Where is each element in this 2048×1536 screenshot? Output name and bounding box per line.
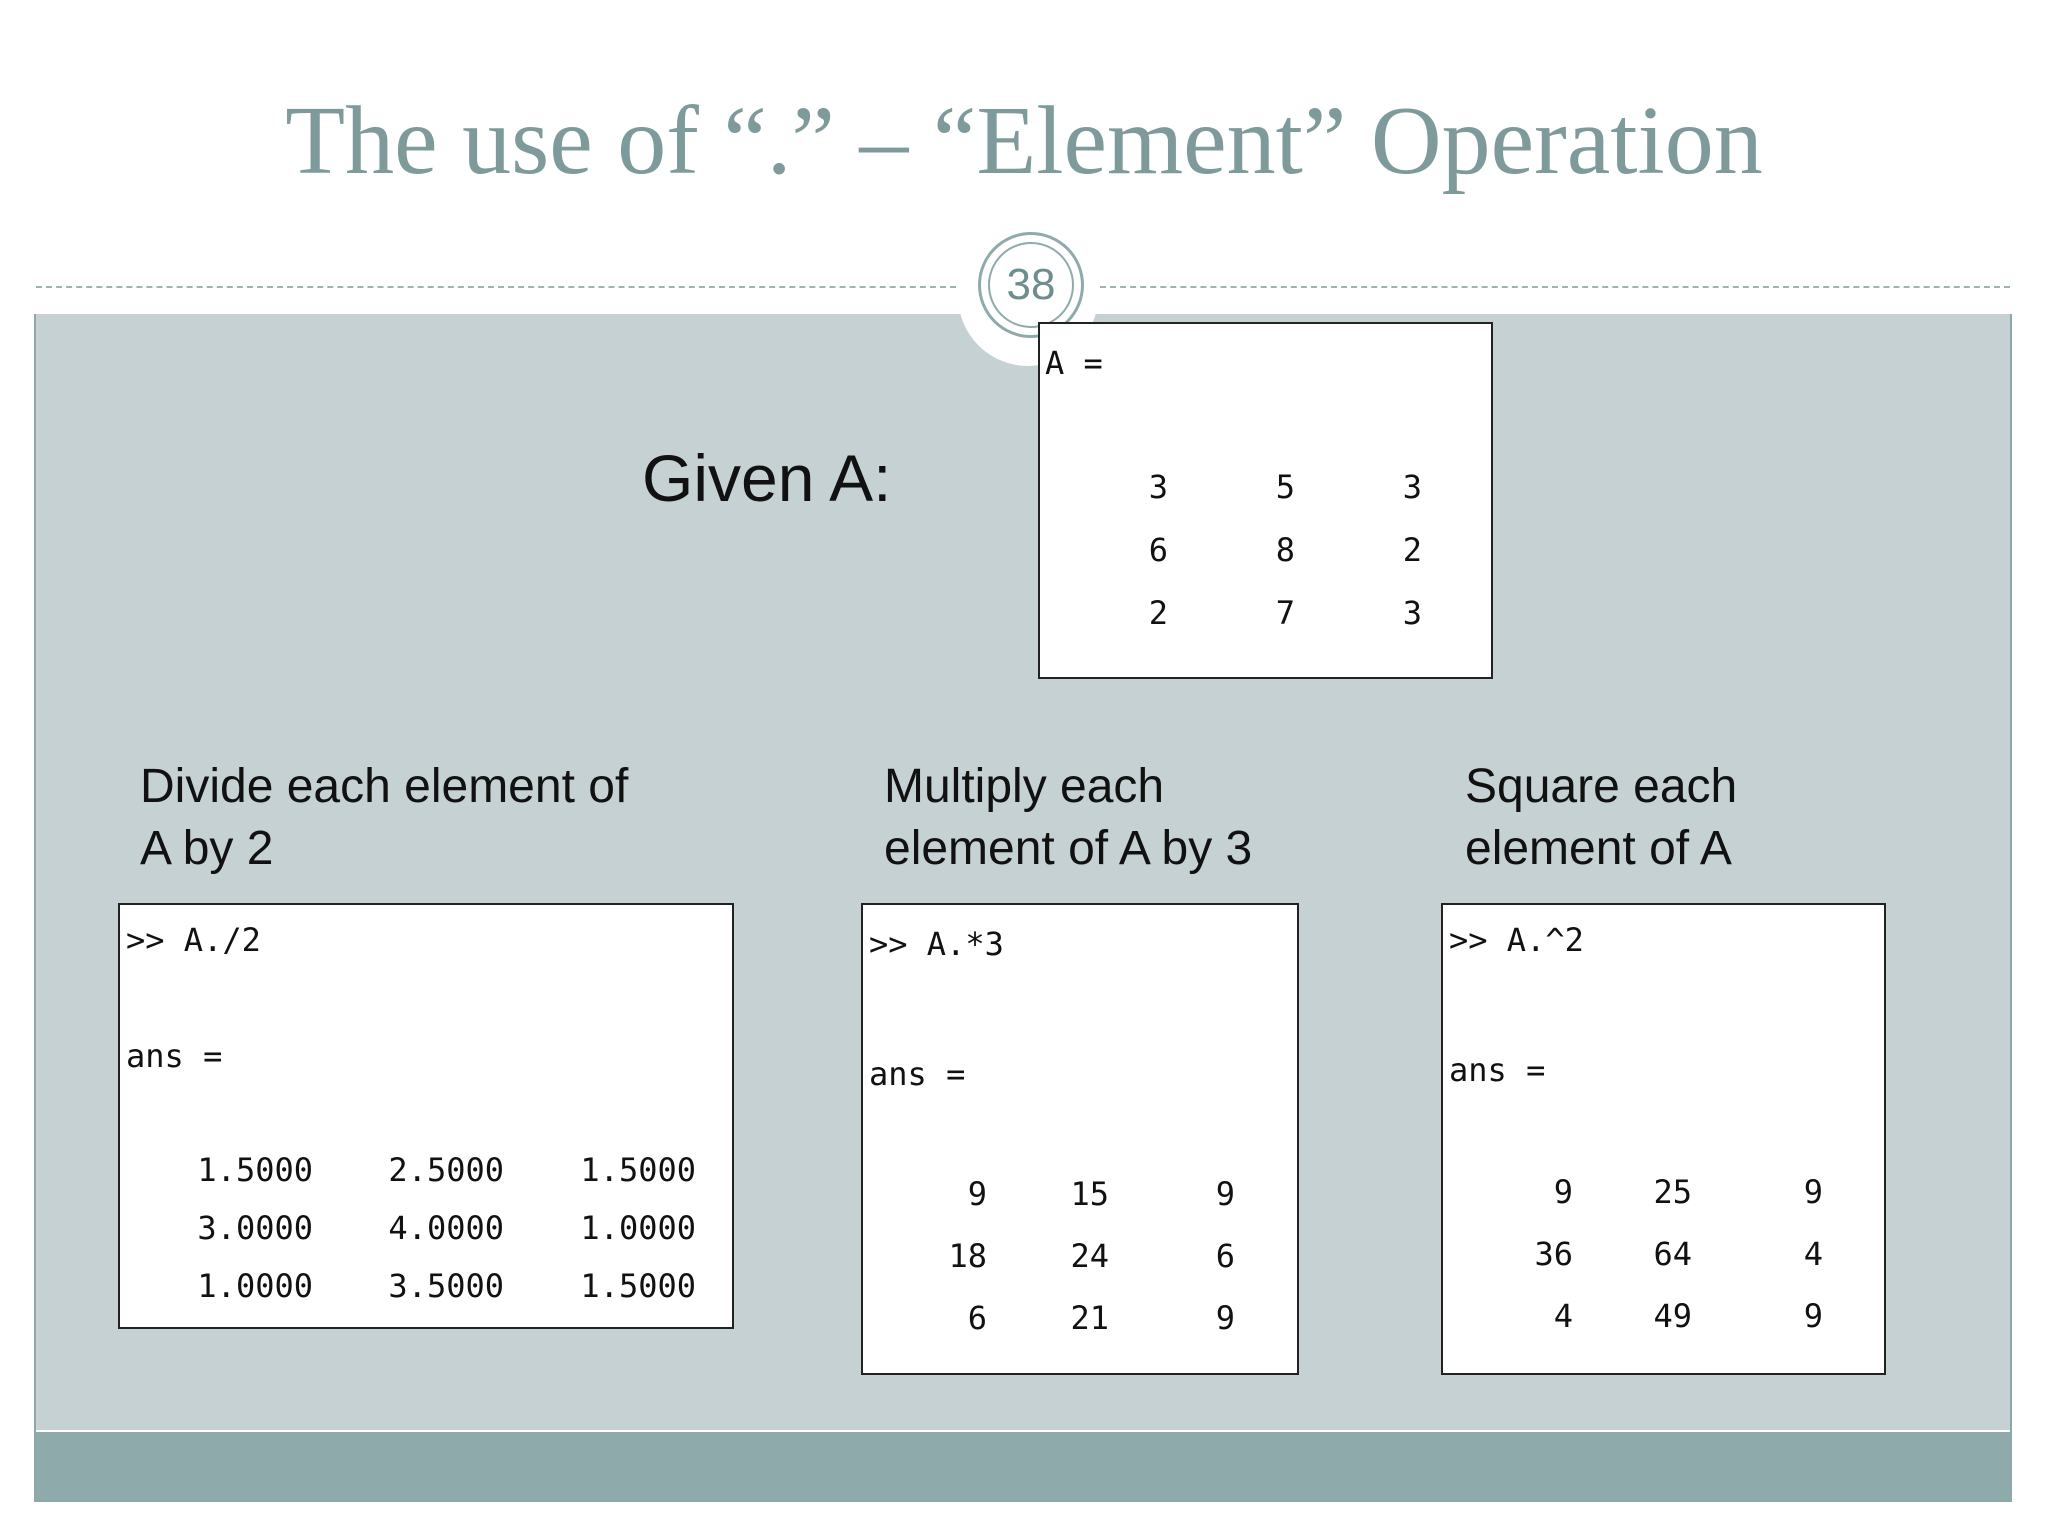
caption-line: Square each xyxy=(1465,760,1738,813)
matrix-cell: 3.5000 xyxy=(388,1267,504,1305)
matrix-cell: 4 xyxy=(1553,1297,1573,1335)
page-number: 38 xyxy=(988,242,1074,328)
header-divider-right xyxy=(1100,286,2010,288)
matrix-cell: 9 xyxy=(1803,1173,1823,1211)
matrix-row: 36 64 4 xyxy=(1443,1235,1884,1275)
given-label: Given A: xyxy=(642,441,892,515)
matrix-cell: 4 xyxy=(1803,1235,1823,1273)
matrix-cell: 3 xyxy=(1148,468,1168,506)
matrix-row: 9 25 9 xyxy=(1443,1173,1884,1213)
caption-square: Square each element of A xyxy=(1465,756,1737,880)
matrix-cell: 2 xyxy=(1402,531,1422,569)
matrix-cell: 3 xyxy=(1402,468,1422,506)
multiply-output: >> A.*3 ans = 9 15 9 18 24 6 6 21 9 xyxy=(861,903,1299,1375)
matrix-cell: 18 xyxy=(948,1237,987,1275)
matrix-row: 9 15 9 xyxy=(863,1175,1297,1215)
square-output: >> A.^2 ans = 9 25 9 36 64 4 4 49 9 xyxy=(1441,903,1886,1375)
command-line: >> A./2 xyxy=(126,921,261,959)
matrix-cell: 1.5000 xyxy=(580,1267,696,1305)
matrix-cell: 9 xyxy=(967,1175,987,1213)
matrix-cell: 49 xyxy=(1653,1297,1692,1335)
matrix-cell: 3.0000 xyxy=(197,1209,313,1247)
matrix-row: 4 49 9 xyxy=(1443,1297,1884,1337)
matrix-cell: 36 xyxy=(1534,1235,1573,1273)
ans-label: ans = xyxy=(126,1037,223,1075)
ans-label: ans = xyxy=(869,1055,966,1093)
matrix-row: 6 8 2 xyxy=(1040,531,1491,571)
page-number-badge: 38 xyxy=(978,232,1084,338)
matrix-row: 2 7 3 xyxy=(1040,594,1491,634)
caption-line: A by 2 xyxy=(140,822,274,875)
matrix-cell: 21 xyxy=(1070,1299,1109,1337)
matrix-cell: 64 xyxy=(1653,1235,1692,1273)
matrix-row: 1.5000 2.5000 1.5000 xyxy=(120,1151,732,1191)
matrix-cell: 6 xyxy=(1148,531,1168,569)
matrix-cell: 15 xyxy=(1070,1175,1109,1213)
matrix-cell: 2 xyxy=(1148,594,1168,632)
matrix-cell: 8 xyxy=(1275,531,1295,569)
caption-divide: Divide each element of A by 2 xyxy=(140,756,628,880)
caption-line: element of A xyxy=(1465,822,1732,875)
matrix-cell: 1.5000 xyxy=(197,1151,313,1189)
footer-band xyxy=(36,1432,2010,1500)
command-line: >> A.*3 xyxy=(869,925,1004,963)
matrix-cell: 9 xyxy=(1803,1297,1823,1335)
divide-output: >> A./2 ans = 1.5000 2.5000 1.5000 3.000… xyxy=(118,903,734,1329)
caption-line: Divide each element of xyxy=(140,760,629,813)
matrix-cell: 1.5000 xyxy=(580,1151,696,1189)
caption-line: element of A by 3 xyxy=(884,822,1253,875)
matrix-row: 3.0000 4.0000 1.0000 xyxy=(120,1209,732,1249)
matrix-cell: 4.0000 xyxy=(388,1209,504,1247)
slide-title: The use of “.” – “Element” Operation xyxy=(285,87,1763,195)
matrix-row: 18 24 6 xyxy=(863,1237,1297,1277)
matrix-cell: 9 xyxy=(1553,1173,1573,1211)
matrix-cell: 1.0000 xyxy=(580,1209,696,1247)
matrix-cell: 5 xyxy=(1275,468,1295,506)
command-line: >> A.^2 xyxy=(1449,921,1584,959)
matrix-cell: 7 xyxy=(1275,594,1295,632)
matrix-cell: 24 xyxy=(1070,1237,1109,1275)
matrix-row: 1.0000 3.5000 1.5000 xyxy=(120,1267,732,1307)
ans-label: ans = xyxy=(1449,1051,1546,1089)
matrix-a-header: A = xyxy=(1045,344,1103,382)
caption-line: Multiply each xyxy=(884,760,1165,813)
header-divider-left xyxy=(36,286,956,288)
matrix-row: 6 21 9 xyxy=(863,1299,1297,1339)
matrix-cell: 2.5000 xyxy=(388,1151,504,1189)
matrix-cell: 6 xyxy=(1215,1237,1235,1275)
matrix-cell: 1.0000 xyxy=(197,1267,313,1305)
matrix-cell: 9 xyxy=(1215,1299,1235,1337)
matrix-cell: 25 xyxy=(1653,1173,1692,1211)
matrix-row: 3 5 3 xyxy=(1040,468,1491,508)
matrix-a-output: A = 3 5 3 6 8 2 2 7 3 xyxy=(1038,322,1493,679)
matrix-cell: 3 xyxy=(1402,594,1422,632)
matrix-cell: 6 xyxy=(967,1299,987,1337)
matrix-cell: 9 xyxy=(1215,1175,1235,1213)
caption-multiply: Multiply each element of A by 3 xyxy=(884,756,1252,880)
